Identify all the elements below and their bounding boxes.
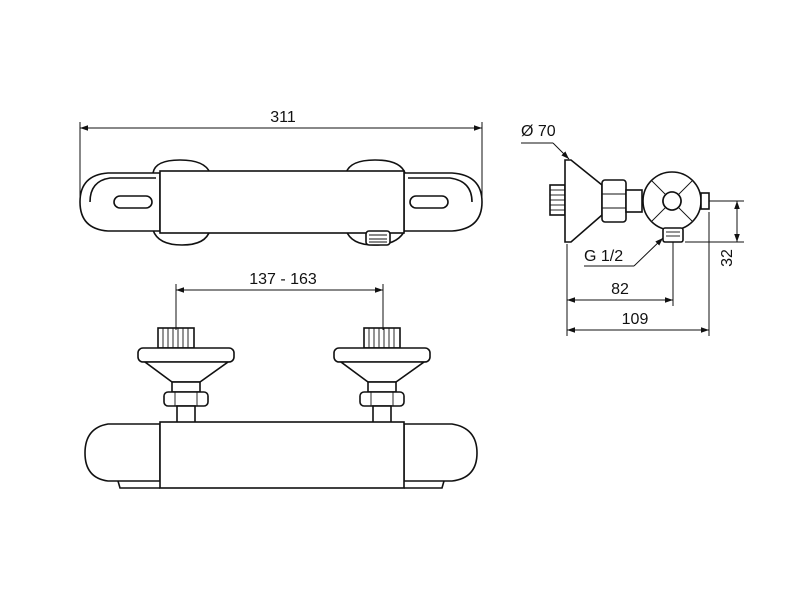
outlet-depth-label: 82 [611,281,629,298]
thread-label: G 1/2 [584,248,623,265]
total-depth-label: 109 [622,311,649,328]
front-view [84,327,478,489]
diameter-label: Ø 70 [521,123,556,140]
side-view [549,159,710,243]
dimension-escutcheon-diameter: Ø 70 [521,123,570,160]
dimension-thread: G 1/2 [584,237,664,267]
outlet-height-label: 32 [719,249,736,267]
dimension-outlet-depth: 82 [566,242,674,336]
dimension-overall-length: 311 [79,109,483,205]
dimension-total-depth: 109 [567,212,710,336]
inlet-spacing-label: 137 - 163 [249,271,317,288]
top-view [79,159,483,246]
dimension-outlet-height: 32 [685,200,744,267]
dimension-inlet-spacing: 137 - 163 [175,271,384,330]
overall-length-label: 311 [270,109,296,126]
